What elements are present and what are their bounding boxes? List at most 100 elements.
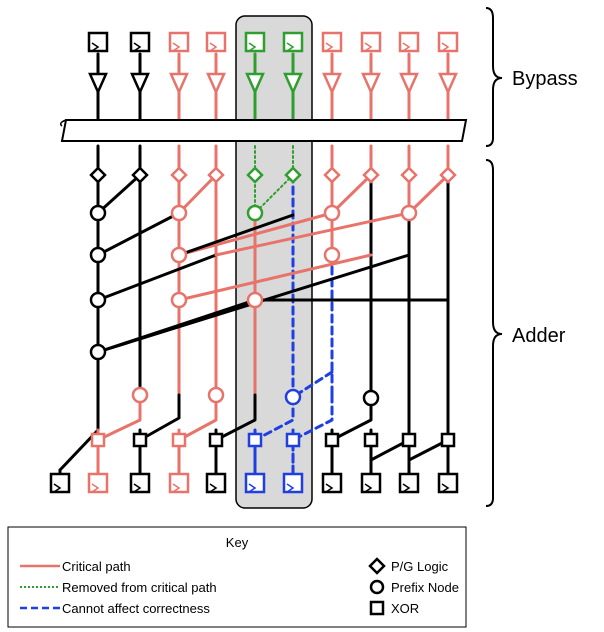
clock-triangle-icon <box>172 483 181 493</box>
bypass-brace-icon <box>485 7 503 147</box>
clock-triangle-icon <box>441 483 450 493</box>
buffer-icon <box>245 72 265 96</box>
square-icon <box>369 600 385 616</box>
diamond-icon <box>89 166 107 184</box>
bypass-bus <box>59 119 468 142</box>
clock-triangle-icon <box>364 483 373 493</box>
flip-flop-icon <box>244 472 266 494</box>
flip-flop-icon <box>87 472 109 494</box>
flip-flop-icon <box>282 472 304 494</box>
key-box <box>7 526 467 628</box>
key-title: Key <box>226 535 249 550</box>
bus-break-mark <box>59 119 67 127</box>
buffer-icon <box>283 72 303 96</box>
prefix-node-icon <box>323 246 341 264</box>
clock-triangle-icon <box>364 42 373 52</box>
cannot-affect-label: Cannot affect correctness <box>62 601 210 616</box>
buffer-icon <box>438 72 458 96</box>
prefix-node-icon <box>89 246 107 264</box>
highlight-column <box>235 15 313 509</box>
circle-icon <box>369 579 385 595</box>
wire <box>407 173 450 215</box>
wire <box>96 253 218 302</box>
clock-triangle-icon <box>402 42 411 52</box>
xor-icon <box>363 432 379 448</box>
clock-triangle-icon <box>248 42 257 52</box>
flip-flop-icon <box>49 472 71 494</box>
diamond-icon <box>207 166 225 184</box>
prefix-node-icon <box>246 204 264 222</box>
prefix-node-icon <box>89 343 107 361</box>
buffer-icon <box>130 72 150 96</box>
buffer-icon <box>88 72 108 96</box>
prefix-node-icon <box>89 204 107 222</box>
flip-flop-icon <box>87 31 109 53</box>
wire <box>96 211 181 257</box>
clock-triangle-icon <box>133 483 142 493</box>
diamond-icon <box>368 557 386 575</box>
diamond-icon <box>170 166 188 184</box>
clock-triangle-icon <box>286 483 295 493</box>
flip-flop-icon <box>437 31 459 53</box>
clock-triangle-icon <box>172 42 181 52</box>
flip-flop-icon <box>129 472 151 494</box>
key-legend: Key Critical path Removed from critical … <box>7 526 467 628</box>
bypass-section <box>87 31 459 170</box>
diamond-icon <box>323 166 341 184</box>
prefix-node-label: Prefix Node <box>391 580 459 595</box>
xor-icon <box>401 432 417 448</box>
flip-flop-icon <box>321 472 343 494</box>
xor-icon <box>440 432 456 448</box>
clock-triangle-icon <box>325 483 334 493</box>
flip-flop-icon <box>398 31 420 53</box>
xor-label: XOR <box>391 601 419 616</box>
diamond-icon <box>400 166 418 184</box>
clock-triangle-icon <box>91 42 100 52</box>
flip-flop-icon <box>244 31 266 53</box>
adder-label: Adder <box>512 325 566 347</box>
prefix-node-icon <box>207 386 225 404</box>
flip-flop-icon <box>321 31 343 53</box>
clock-triangle-icon <box>325 42 334 52</box>
wire <box>177 213 295 257</box>
clock-triangle-icon <box>248 483 257 493</box>
prefix-node-icon <box>400 204 418 222</box>
prefix-node-icon <box>89 291 107 309</box>
adder-wires <box>58 173 450 486</box>
flip-flop-icon <box>205 31 227 53</box>
critical-path-label: Critical path <box>62 559 131 574</box>
flip-flop-icon <box>282 31 304 53</box>
adder-brace-icon <box>485 159 503 507</box>
buffer-icon <box>322 72 342 96</box>
clock-triangle-icon <box>441 42 450 52</box>
wire <box>177 253 373 302</box>
bypass-label: Bypass <box>512 68 578 90</box>
bus-bar <box>60 119 468 142</box>
xor-icon <box>208 432 224 448</box>
xor-icon <box>90 432 106 448</box>
buffer-icon <box>169 72 189 96</box>
xor-icon <box>132 432 148 448</box>
clock-triangle-icon <box>53 483 62 493</box>
flip-flop-icon <box>437 472 459 494</box>
wire <box>177 173 218 215</box>
flip-flop-icon <box>360 472 382 494</box>
buffer-icon <box>361 72 381 96</box>
clock-triangle-icon <box>286 42 295 52</box>
prefix-node-icon <box>362 389 380 407</box>
wire <box>254 174 294 214</box>
diamond-icon <box>362 166 380 184</box>
clock-triangle-icon <box>209 483 218 493</box>
prefix-node-icon <box>284 388 302 406</box>
flip-flop-icon <box>360 31 382 53</box>
flip-flop-icon <box>168 31 190 53</box>
clock-triangle-icon <box>402 483 411 493</box>
diamond-icon <box>284 166 302 184</box>
buffer-icon <box>399 72 419 96</box>
flip-flop-icon <box>129 31 151 53</box>
diamond-icon <box>246 166 264 184</box>
clock-triangle-icon <box>91 483 100 493</box>
xor-icon <box>324 432 340 448</box>
wire <box>330 173 373 215</box>
